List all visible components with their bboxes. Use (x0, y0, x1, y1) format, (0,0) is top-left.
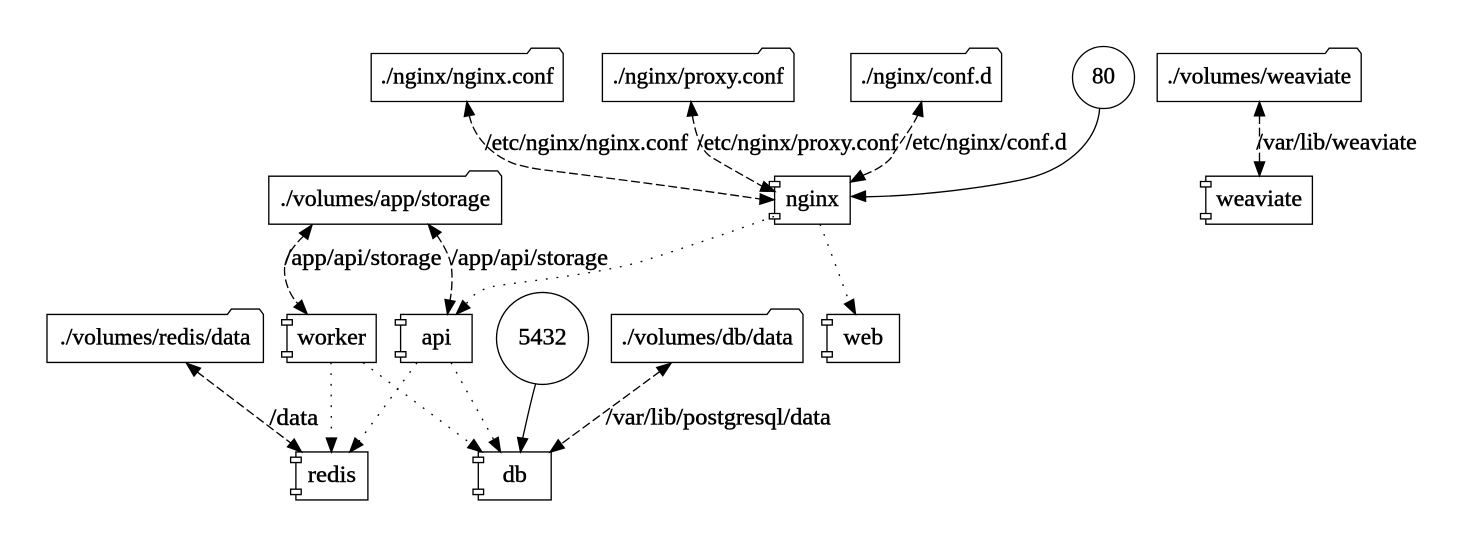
svg-text:/etc/nginx/conf.d: /etc/nginx/conf.d (906, 130, 1067, 155)
svg-text:./nginx/proxy.conf: ./nginx/proxy.conf (613, 64, 784, 89)
svg-text:/etc/nginx/nginx.conf: /etc/nginx/nginx.conf (485, 130, 688, 155)
svg-text:./volumes/redis/data: ./volumes/redis/data (60, 325, 251, 350)
svg-text:./volumes/app/storage: ./volumes/app/storage (280, 186, 490, 211)
svg-text:web: web (843, 325, 883, 350)
svg-text:weaviate: weaviate (1216, 186, 1302, 211)
svg-text:redis: redis (308, 462, 356, 487)
svg-text:/app/api/storage: /app/api/storage (285, 245, 442, 270)
svg-text:/data: /data (269, 405, 318, 430)
svg-text:/var/lib/weaviate: /var/lib/weaviate (1256, 130, 1417, 155)
svg-text:db: db (503, 462, 527, 487)
svg-text:5432: 5432 (518, 325, 566, 350)
svg-text:api: api (422, 325, 452, 350)
svg-text:./volumes/db/data: ./volumes/db/data (621, 325, 793, 350)
svg-text:80: 80 (1092, 64, 1115, 89)
svg-text:nginx: nginx (786, 186, 840, 211)
svg-text:/app/api/storage: /app/api/storage (451, 245, 608, 270)
svg-text:./nginx/nginx.conf: ./nginx/nginx.conf (381, 64, 554, 89)
svg-text:./nginx/conf.d: ./nginx/conf.d (861, 64, 992, 89)
svg-text:./volumes/weaviate: ./volumes/weaviate (1167, 64, 1351, 89)
svg-text:worker: worker (297, 325, 366, 350)
svg-text:/var/lib/postgresql/data: /var/lib/postgresql/data (606, 404, 831, 429)
svg-text:/etc/nginx/proxy.conf: /etc/nginx/proxy.conf (697, 130, 898, 155)
